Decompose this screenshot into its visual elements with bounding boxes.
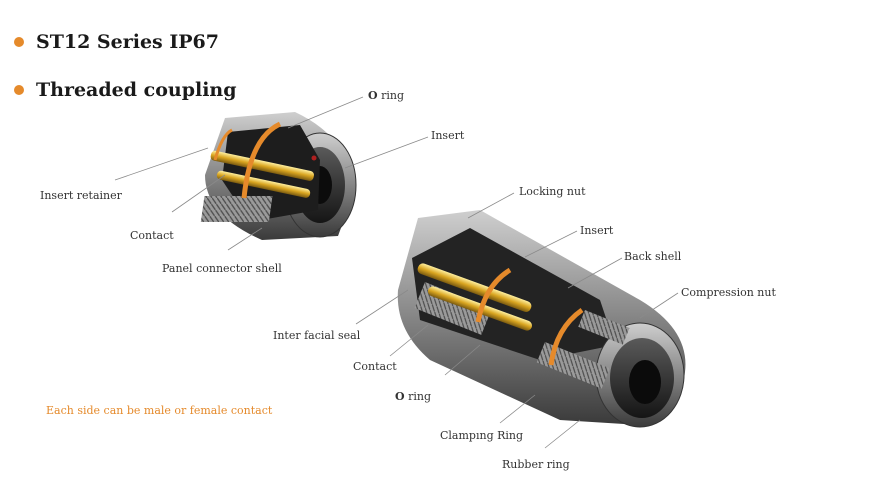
leader-insert <box>524 230 578 258</box>
cable-connector-illustration <box>397 210 686 428</box>
bullet-icon <box>14 37 24 47</box>
leader-insert <box>344 136 429 169</box>
leader-rubber-ring <box>544 419 581 449</box>
label-contact: Contact <box>353 360 397 373</box>
heading-series: ST12 Series IP67 <box>14 31 219 53</box>
heading-coupling-text: Threaded coupling <box>36 79 237 101</box>
leader-inter-facial-seal <box>355 289 409 325</box>
label-locking-nut: Locking nut <box>519 185 586 198</box>
label-o-ring: O ring <box>368 89 404 102</box>
label-rubber-ring: Rubber ring <box>502 458 570 471</box>
leader-contact <box>171 174 226 213</box>
leader-compression-nut <box>639 292 679 319</box>
label-inter-facial-seal: Inter facial seal <box>273 329 361 342</box>
heading-coupling: Threaded coupling <box>14 79 237 101</box>
label-insert: Insert <box>580 224 614 237</box>
label-contact: Contact <box>130 229 174 242</box>
bullet-icon <box>14 85 24 95</box>
leader-locking-nut <box>467 192 515 219</box>
panel-connector-illustration <box>200 112 357 240</box>
leader-o-ring <box>444 344 481 376</box>
leader-o-ring <box>287 96 364 129</box>
leader-clamping-ring <box>499 394 536 424</box>
label-insert: Insert <box>431 129 465 142</box>
label-o-ring: O ring <box>395 390 431 403</box>
leader-panel-shell <box>227 227 263 251</box>
label-panel-connector-shell: Panel connector shell <box>162 262 282 275</box>
label-insert-retainer: Insert retainer <box>40 189 123 202</box>
heading-series-text: ST12 Series IP67 <box>36 31 219 53</box>
contact-note: Each side can be male or female contact <box>46 404 273 417</box>
leader-back-shell <box>567 257 623 289</box>
label-back-shell: Back shell <box>624 250 682 263</box>
label-clamping-ring: Clampıng Ring <box>440 429 523 442</box>
label-compression-nut: Compression nut <box>681 286 776 299</box>
leader-contact <box>389 324 429 357</box>
leader-insert-retainer <box>114 147 209 181</box>
